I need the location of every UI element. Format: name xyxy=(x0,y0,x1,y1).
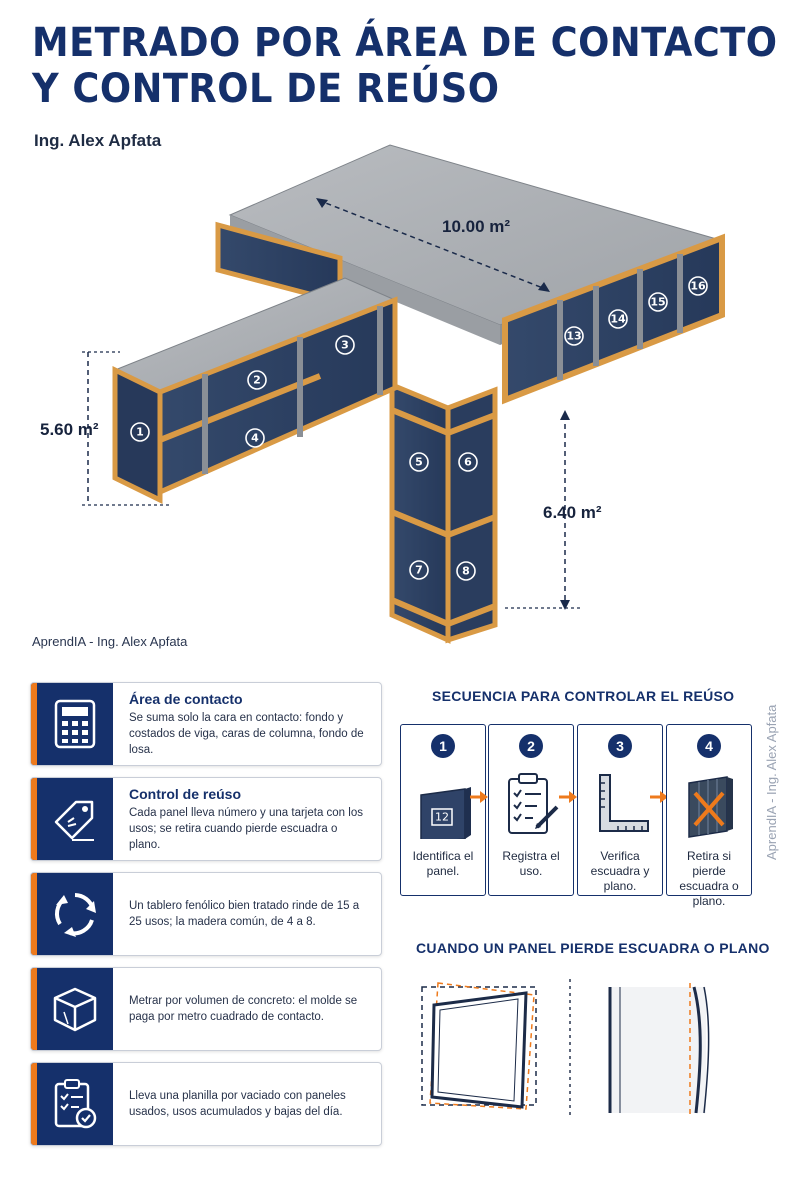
column-area-label: 6.40 m² xyxy=(543,503,602,522)
sequence-step-2: 2 Registra el uso. xyxy=(488,724,574,896)
column-yoke xyxy=(446,514,497,538)
side-credit: AprendIA - Ing. Alex Apfata xyxy=(764,704,779,860)
clipboard-icon xyxy=(508,773,559,834)
sequence-step-3: 3 Verifica escuadra y plano. xyxy=(577,724,663,896)
sequence-title: SECUENCIA PARA CONTROLAR EL REÚSO xyxy=(432,688,735,704)
info-card-volume: Metrar por volumen de concreto: el molde… xyxy=(30,967,382,1051)
slab-dimension-arrow xyxy=(538,282,550,292)
column-yoke xyxy=(446,603,497,627)
info-card-log-sheet: Lleva una planilla por vaciado con panel… xyxy=(30,1062,382,1146)
title-line-1: METRADO POR ÁREA DE CONTACTO xyxy=(32,20,778,66)
card-body: Se suma solo la cara en contacto: fondo … xyxy=(129,711,364,756)
sequence-arrow xyxy=(470,790,488,809)
info-card-contact-area: Área de contacto Se suma solo la cara en… xyxy=(30,682,382,766)
box-icon xyxy=(31,968,113,1050)
sequence-arrow xyxy=(559,790,577,809)
panel-distortion-diagram xyxy=(421,979,710,1115)
step-label: Verifica escuadra y plano. xyxy=(590,849,650,893)
svg-text:15: 15 xyxy=(650,296,665,309)
step-number: 2 xyxy=(519,734,543,758)
panel-number-1: 1 xyxy=(130,422,150,442)
info-card-reuse-control: Control de reúso Cada panel lleva número… xyxy=(30,777,382,861)
rejected-panel-icon xyxy=(688,776,733,838)
card-title: Área de contacto xyxy=(129,690,243,707)
sequence-arrow xyxy=(650,790,668,809)
beam-side-ledger xyxy=(158,373,322,443)
out-of-square-panel-icon xyxy=(421,982,537,1110)
panel-number-8: 8 xyxy=(456,561,476,581)
svg-text:4: 4 xyxy=(251,432,259,445)
formwork-illustration: 1 2 3 4 5 6 7 8 13 14 15 16 10.00 m² 5.6… xyxy=(40,144,725,644)
column-yoke xyxy=(390,407,450,436)
recycle-icon xyxy=(31,873,113,955)
svg-text:16: 16 xyxy=(690,280,706,293)
beam-area-label: 5.60 m² xyxy=(40,420,99,439)
out-of-plane-panel-icon xyxy=(608,983,710,1115)
step-number: 1 xyxy=(431,734,455,758)
slab-area-label: 10.00 m² xyxy=(442,217,510,236)
author-name: Ing. Alex Apfata xyxy=(34,131,162,150)
step-number: 3 xyxy=(608,734,632,758)
panel-number-3: 3 xyxy=(335,335,355,355)
panel-number-7: 7 xyxy=(409,560,429,580)
sequence-step-4: 4 Retira si pierde escuadra o plano. xyxy=(666,724,752,908)
svg-text:1: 1 xyxy=(136,426,144,439)
slab-dimension-arrow xyxy=(316,198,328,208)
card-body: Metrar por volumen de concreto: el molde… xyxy=(129,995,358,1023)
column-dimension-arrow xyxy=(560,600,570,610)
column-dimension-arrow xyxy=(560,410,570,420)
panel-number-6: 6 xyxy=(458,452,478,472)
tag-icon xyxy=(31,778,113,860)
panel-number-5: 5 xyxy=(409,452,429,472)
panel-icon: 12 xyxy=(420,787,471,839)
column-yoke xyxy=(390,509,450,538)
distortion-title: CUANDO UN PANEL PIERDE ESCUADRA O PLANO xyxy=(416,940,770,956)
square-ruler-icon xyxy=(599,774,649,832)
card-body: Un tablero fenólico bien tratado rinde d… xyxy=(129,900,360,928)
panel-number-14: 14 xyxy=(608,309,628,329)
svg-text:2: 2 xyxy=(253,374,261,387)
svg-text:6: 6 xyxy=(464,456,472,469)
svg-text:3: 3 xyxy=(341,339,349,352)
diagram-credit: AprendIA - Ing. Alex Apfata xyxy=(32,634,188,649)
panel-number-2: 2 xyxy=(247,370,267,390)
svg-text:7: 7 xyxy=(415,564,423,577)
card-body: Cada panel lleva número y una tarjeta co… xyxy=(129,806,363,851)
panel-number-15: 15 xyxy=(648,292,668,312)
title-line-2: Y CONTROL DE REÚSO xyxy=(32,66,500,112)
svg-text:14: 14 xyxy=(610,313,626,326)
column-yoke xyxy=(446,412,497,436)
panel-number-13: 13 xyxy=(564,326,584,346)
calculator-icon xyxy=(31,683,113,765)
panel-number-16: 16 xyxy=(688,276,708,296)
svg-text:8: 8 xyxy=(462,565,470,578)
step-label: Retira si pierde escuadra o plano. xyxy=(679,849,739,908)
column-yoke xyxy=(390,597,450,627)
step-label: Identifica el panel. xyxy=(412,849,474,878)
card-title: Control de reúso xyxy=(129,785,242,802)
page-title: METRADO POR ÁREA DE CONTACTO Y CONTROL D… xyxy=(32,20,778,112)
panel-number-4: 4 xyxy=(245,428,265,448)
svg-text:13: 13 xyxy=(566,330,581,343)
sequence-step-1: 1 12 Identifica el panel. xyxy=(400,724,486,896)
panel-tag: 12 xyxy=(435,811,449,824)
card-body: Lleva una planilla por vaciado con panel… xyxy=(129,1090,346,1118)
beam-end-form xyxy=(112,365,163,505)
step-number: 4 xyxy=(697,734,721,758)
step-label: Registra el uso. xyxy=(502,849,560,878)
svg-text:5: 5 xyxy=(415,456,423,469)
checklist-icon xyxy=(31,1063,113,1145)
info-card-reuse-yield: Un tablero fenólico bien tratado rinde d… xyxy=(30,872,382,956)
